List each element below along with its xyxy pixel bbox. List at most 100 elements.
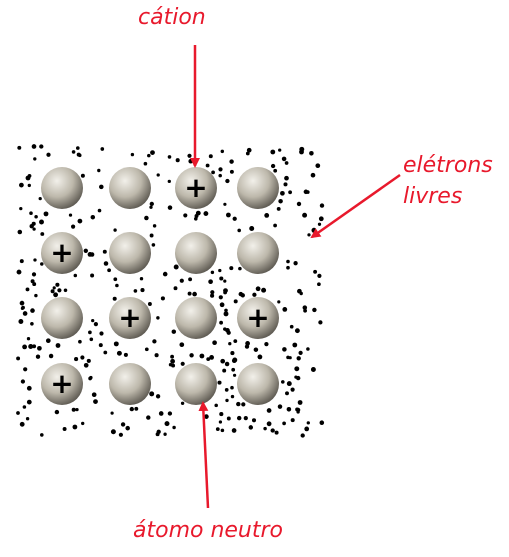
electron-dot [39, 220, 44, 225]
electron-dot [232, 428, 237, 433]
electron-dot [286, 266, 290, 270]
electron-dot [206, 164, 210, 168]
electron-dot [99, 185, 104, 190]
electron-dot [309, 151, 314, 156]
electron-dot [88, 331, 92, 335]
electron-dot [134, 289, 138, 293]
atom-sphere [175, 297, 217, 339]
free-electrons-label-line2: livres [403, 181, 493, 212]
electron-dot [157, 173, 160, 176]
electron-dot [301, 433, 305, 437]
electron-dot [39, 197, 42, 200]
cation-sphere: + [41, 232, 83, 274]
electron-dot [163, 433, 166, 436]
neutral-atom-sphere [175, 297, 217, 339]
atom-sphere [237, 232, 279, 274]
electron-dot [92, 392, 97, 397]
electron-dot [298, 400, 303, 405]
plus-sign: + [118, 301, 141, 334]
electron-dot [312, 308, 316, 312]
electron-dot [26, 287, 30, 291]
atom-sphere [175, 232, 217, 274]
electron-dot [26, 417, 29, 420]
neutral-atom-sphere [237, 167, 279, 209]
electron-dot [298, 351, 302, 355]
electron-dot [241, 402, 245, 406]
electron-dot [218, 174, 222, 178]
electron-dot [155, 353, 159, 357]
electron-dot [78, 340, 82, 344]
electron-dot [56, 343, 61, 348]
neutral-atom-label: átomo neutro [133, 519, 283, 543]
electron-dot [273, 169, 277, 173]
electron-dot [72, 408, 76, 412]
electron-dot [252, 418, 256, 422]
electron-dot [223, 291, 227, 295]
electron-dot [99, 331, 103, 335]
electron-dot [282, 422, 286, 426]
electron-dot [311, 173, 316, 178]
neutral-atom-sphere [237, 363, 279, 405]
electron-dot [22, 344, 27, 349]
electron-dot [94, 322, 98, 326]
neutral-atom-sphere [41, 167, 83, 209]
electron-dot [97, 169, 100, 172]
electron-dot [223, 327, 226, 330]
electron-dot [131, 153, 134, 156]
electron-dot [33, 157, 36, 160]
electron-dot [306, 347, 310, 351]
electron-dot [21, 306, 25, 310]
electron-dot [284, 176, 289, 181]
free-electrons-label: elétrons livres [403, 150, 493, 212]
electron-dot [271, 428, 275, 432]
electron-dot [152, 243, 156, 247]
electron-dot [40, 232, 44, 236]
electron-dot [219, 321, 223, 325]
electron-dot [289, 356, 292, 359]
electron-dot [179, 342, 184, 347]
electron-dot [220, 302, 225, 307]
electron-dot [44, 211, 49, 216]
electron-dot [180, 279, 184, 283]
electron-dot [18, 230, 23, 235]
electron-dot [174, 286, 178, 290]
electron-dot [218, 167, 222, 171]
electron-dot [225, 399, 228, 402]
electron-dot [312, 228, 317, 233]
electron-dot [234, 299, 238, 303]
electron-dot [214, 404, 218, 408]
electron-dot [88, 252, 93, 257]
electron-dot [304, 190, 309, 195]
electron-dot [114, 341, 119, 346]
cation-sphere: + [109, 297, 151, 339]
electron-dot [130, 407, 134, 411]
electron-dot [46, 338, 51, 343]
electron-dot [320, 203, 324, 207]
electron-dot [19, 183, 24, 188]
electron-dot [87, 359, 91, 363]
electron-dot [46, 153, 50, 157]
electron-dot [51, 289, 55, 293]
electron-dot [90, 274, 94, 278]
electron-dot [208, 279, 213, 284]
electron-dot [170, 359, 175, 364]
electron-dot [278, 199, 283, 204]
electron-dot [27, 400, 32, 405]
electron-dot [271, 164, 275, 168]
electron-dot [150, 202, 154, 206]
electron-dot [216, 427, 220, 431]
electron-dot [20, 422, 25, 427]
electron-dot [261, 288, 266, 293]
electron-dot [73, 425, 78, 430]
electron-dot [90, 338, 94, 342]
electron-dot [294, 366, 299, 371]
electron-dot [311, 367, 316, 372]
electron-dot [209, 355, 214, 360]
electron-dot [232, 358, 237, 363]
electron-dot [183, 213, 187, 217]
cation-sphere: + [41, 363, 83, 405]
electron-dot [221, 150, 224, 153]
free-electrons-arrow [312, 175, 400, 237]
